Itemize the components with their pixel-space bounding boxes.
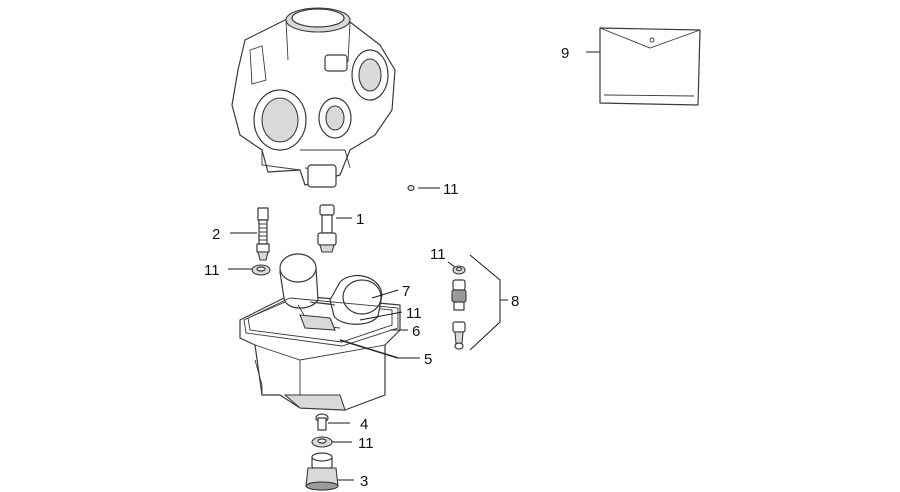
callout-2: 2: [212, 226, 220, 243]
callout-5: 5: [424, 351, 432, 368]
part-1-needle-jet: [317, 204, 337, 253]
part-7-float: [279, 253, 383, 331]
callout-9: 9: [561, 45, 569, 62]
callout-11-top: 11: [443, 181, 459, 198]
callout-7: 7: [402, 283, 410, 300]
part-2-pilot-jet: [256, 207, 270, 261]
part-5-float-pin: [339, 339, 399, 359]
callout-4: 4: [360, 416, 368, 433]
washer-bottom: [311, 436, 333, 448]
callout-11-mid: 11: [406, 305, 422, 322]
callout-11-bottom: 11: [358, 435, 374, 452]
callout-11-kit: 11: [430, 246, 446, 263]
part-3-bowl-plug: [305, 452, 339, 491]
callout-6: 6: [412, 323, 420, 340]
part-6-bowl-gasket: [243, 297, 399, 347]
callout-1: 1: [356, 211, 364, 228]
carburetor-body: [231, 7, 396, 188]
callout-3: 3: [360, 473, 368, 490]
o-ring-small-top: [407, 184, 415, 192]
callout-11-left: 11: [204, 262, 220, 279]
part-9-gasket-kit-bag: [599, 27, 701, 106]
part-8-float-valve-kit: [451, 254, 501, 351]
washer-left: [251, 264, 271, 276]
leader-lines: [228, 51, 600, 481]
kit-bracket: [469, 254, 501, 351]
callout-8: 8: [511, 293, 519, 310]
part-4-drain-screw: [315, 413, 329, 431]
